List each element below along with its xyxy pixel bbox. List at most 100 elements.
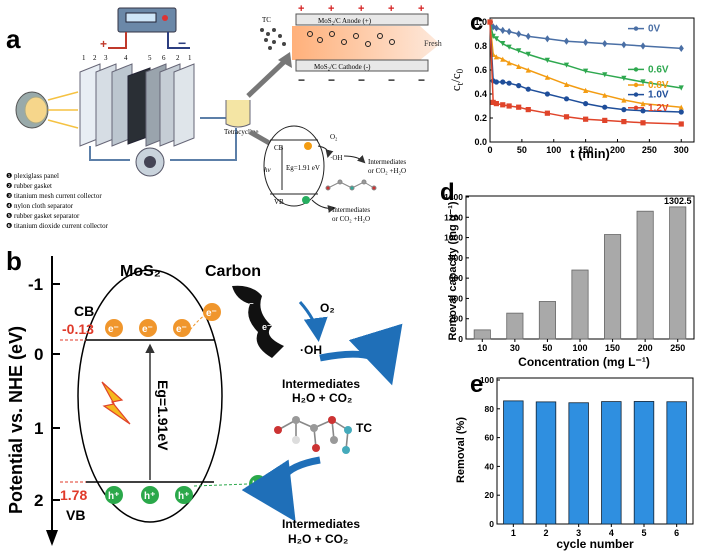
c-point	[583, 87, 589, 93]
e-xlabel: cycle number	[556, 537, 634, 551]
c-point	[602, 92, 608, 98]
mini-cb: CB	[274, 144, 284, 152]
mini-vb: VB	[274, 198, 284, 206]
c-point	[602, 117, 608, 123]
electron: e⁻	[176, 324, 187, 335]
legend-item: ❺ rubber gasket separator	[6, 212, 80, 220]
c-point	[516, 83, 522, 89]
panel-label-e: e	[470, 371, 483, 398]
d-plot-bar	[636, 210, 654, 340]
stack-number: 2	[93, 54, 97, 62]
c-xtick-label: 150	[578, 145, 593, 155]
tc-molecule	[274, 416, 352, 454]
legend-item: ❻ titanium dioxide current collector	[6, 222, 109, 230]
b-int1: Intermediates	[282, 377, 360, 391]
c-point	[563, 114, 570, 120]
c-xlabel: t (min)	[570, 146, 610, 161]
stack-number: 2	[176, 54, 180, 62]
b-tc: TC	[356, 421, 372, 435]
b-ylabel: Potential vs. NHE (eV)	[6, 326, 26, 514]
c-xtick-label: 300	[674, 145, 689, 155]
stack-number: 1	[82, 54, 86, 62]
b-o2: O₂	[320, 301, 335, 315]
svg-text:+: +	[328, 3, 334, 15]
beaker-label: Tetracycline	[224, 128, 259, 136]
d-plot-ytick-label: 1200	[444, 212, 463, 222]
c-xtick-label: 0	[487, 145, 492, 155]
mini-molecule	[325, 179, 377, 191]
blue-arrow-2	[241, 456, 321, 522]
e-plot-xtick-label: 3	[576, 528, 581, 538]
pump-icon	[135, 147, 165, 177]
e-plot-xtick-label: 1	[511, 528, 516, 538]
c-point	[563, 37, 570, 45]
d-plot-ytick-label: 800	[449, 253, 463, 263]
e-frame	[496, 377, 694, 525]
c-point	[602, 40, 608, 48]
c-xtick-label: 250	[642, 145, 657, 155]
e-plot-bar	[568, 402, 589, 525]
d-plot-xtick-label: 200	[638, 343, 653, 353]
power-knob	[162, 15, 168, 21]
transfer-electron	[203, 303, 221, 321]
c-point	[506, 103, 512, 109]
b-eg: Eg=1.91eV	[155, 380, 171, 451]
c-point	[544, 74, 550, 80]
c-point	[525, 67, 531, 73]
arrow-up	[246, 58, 288, 98]
mini-band-diagram: CB VB hν Eg=1.91 eV O₂ ·OH Intermediates…	[263, 125, 406, 223]
c-legend-marker	[633, 92, 639, 97]
b-int1b: H₂O + CO₂	[292, 391, 352, 405]
c-ytick-label: 1.0	[474, 17, 487, 27]
c-point	[516, 63, 522, 69]
d-plot-xtick-label: 50	[542, 343, 552, 353]
electron: e⁻	[108, 324, 119, 335]
panel-label-a: a	[6, 24, 21, 54]
c-point	[621, 107, 627, 113]
c-point	[506, 44, 512, 50]
e-plot-bar	[503, 400, 524, 525]
svg-text:+: +	[358, 3, 364, 15]
pipe-return	[170, 128, 237, 161]
c-ytick-label: 0.8	[474, 41, 487, 51]
b-ytick: -1	[28, 275, 43, 294]
stack-number: 5	[148, 54, 152, 62]
e-plot-bar	[535, 401, 557, 525]
legend-item: ❶ plexiglass panel	[6, 172, 59, 180]
fresh-label: Fresh	[424, 39, 442, 48]
svg-text:−: −	[358, 73, 365, 87]
mini-eg: Eg=1.91 eV	[286, 164, 320, 172]
stack-number: 1	[188, 54, 192, 62]
c-point	[583, 116, 589, 122]
mini-int2b: or CO₂ +H₂O	[332, 215, 370, 223]
carbon-label: Carbon	[205, 263, 261, 280]
panel-label-b: b	[6, 246, 22, 276]
svg-text:−: −	[328, 73, 335, 87]
panel-label-d: d	[440, 179, 455, 206]
e-ylabel: Removal (%)	[455, 417, 467, 483]
c-point	[500, 56, 506, 62]
legend-item: ❸ titanium mesh current collector	[6, 192, 102, 200]
c-ylabel: ct/c0	[448, 68, 465, 91]
c-point	[583, 101, 589, 107]
b-ytick: 1	[34, 419, 43, 438]
d-plot-xtick-label: 30	[510, 343, 520, 353]
c-point	[621, 119, 627, 125]
e-plot-xtick-label: 6	[674, 528, 679, 538]
c-point	[493, 54, 499, 60]
carbon-electron: e⁻	[262, 322, 272, 332]
c-legend-marker	[633, 82, 639, 88]
d-plot-annotation: 1302.5	[664, 196, 692, 206]
c-point	[640, 79, 646, 85]
carbon-sheet	[232, 285, 284, 358]
mini-oh: ·OH	[330, 154, 342, 162]
c-point	[525, 51, 531, 57]
hole: h⁺	[252, 480, 263, 491]
c-point	[583, 68, 589, 74]
c-ytick-label: 0.2	[474, 113, 487, 123]
c-point	[640, 120, 646, 126]
